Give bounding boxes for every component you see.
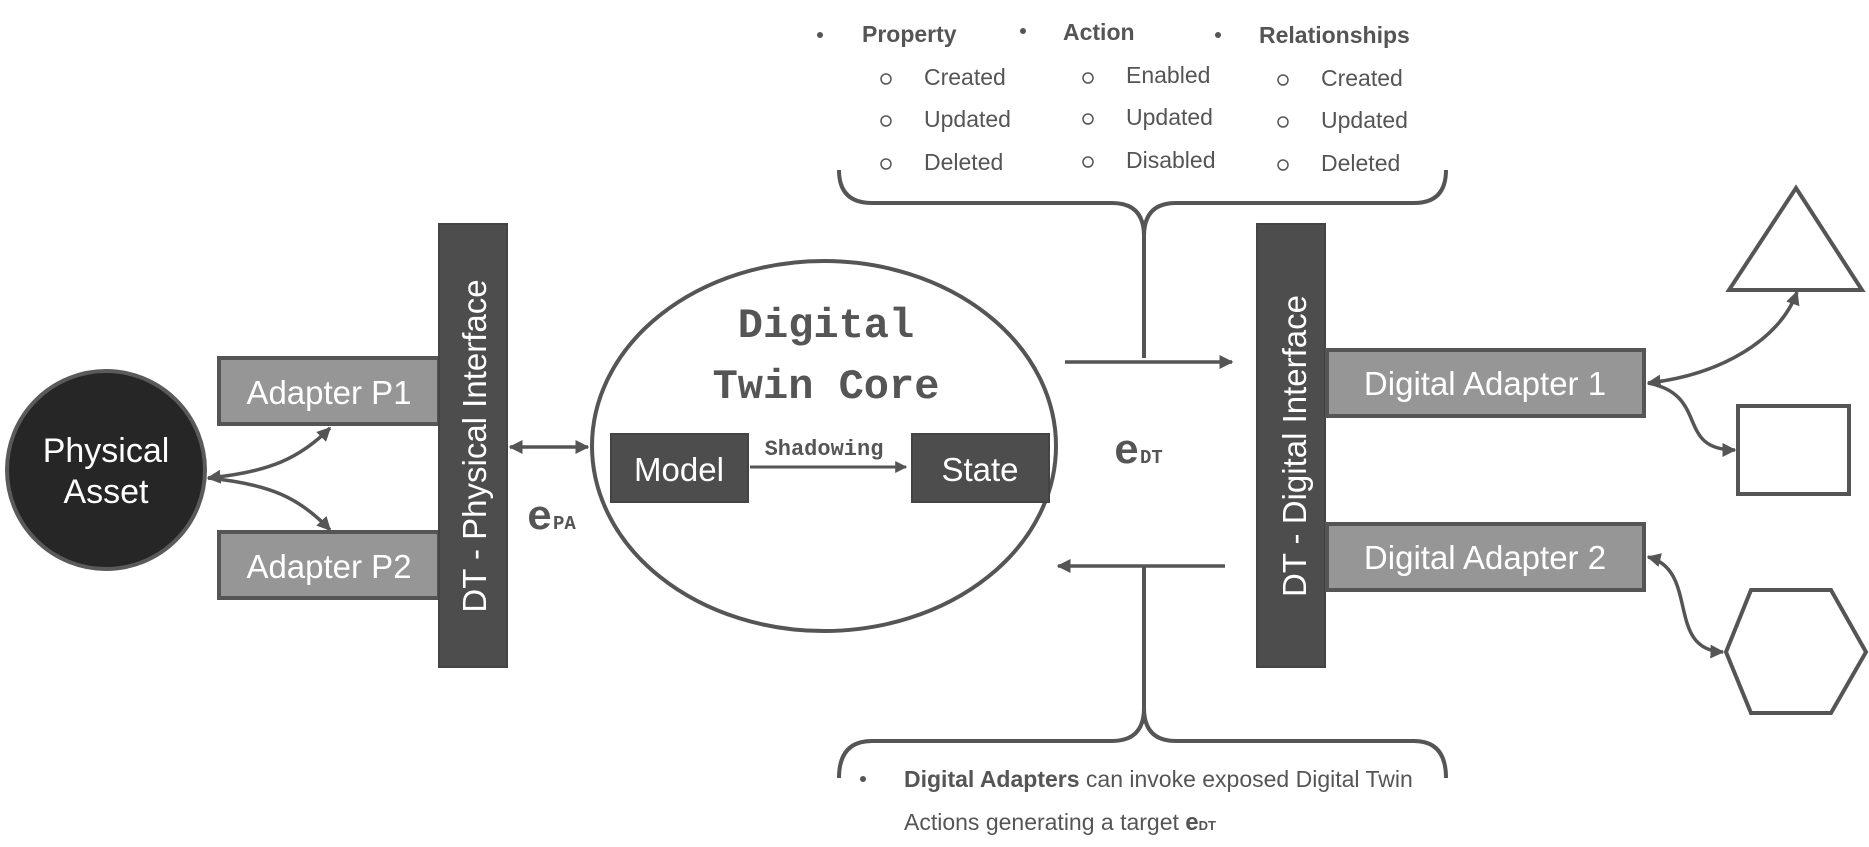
event-group-property: Property Created Updated Deleted — [817, 21, 1011, 175]
event-dt-label: e DT — [1114, 428, 1163, 476]
model-box: Model — [610, 433, 749, 503]
physical-interface-bar: DT - Physical Interface — [438, 223, 508, 668]
physical-asset-label-line2: Asset — [63, 473, 149, 511]
adapter-p1: Adapter P1 — [217, 356, 441, 426]
digital-twin-core: Digital Twin Core Model Shadowing State — [590, 259, 1058, 633]
event-item: Enabled — [1126, 62, 1210, 88]
svg-text:Digital Adapters can invoke ex: Digital Adapters can invoke exposed Digi… — [904, 766, 1413, 792]
digital-adapter-1: Digital Adapter 1 — [1325, 348, 1646, 418]
digital-adapter-1-label: Digital Adapter 1 — [1364, 365, 1606, 402]
event-item: Updated — [1321, 107, 1408, 133]
square-icon — [1736, 404, 1851, 496]
event-group-relationships: Relationships Created Updated Deleted — [1215, 22, 1410, 176]
adapter-p2-label: Adapter P2 — [246, 548, 411, 585]
bottom-note: Digital Adapters can invoke exposed Digi… — [860, 766, 1413, 836]
event-item: Created — [924, 64, 1006, 90]
bottom-note-bold: Digital Adapters — [904, 766, 1080, 792]
svg-text:Actions generating a target eD: Actions generating a target eDT — [904, 809, 1216, 836]
hexagon-icon — [1723, 588, 1869, 715]
adapter-p2: Adapter P2 — [217, 530, 441, 600]
sub-bullet-icon — [880, 115, 892, 127]
core-title-line1: Digital — [738, 302, 914, 350]
physical-asset: Physical Asset — [5, 369, 207, 571]
sub-bullet-icon — [1082, 72, 1094, 84]
adapter1-square-arrow — [1647, 381, 1737, 457]
event-item: Updated — [924, 106, 1011, 132]
bottom-note-line1: can invoke exposed Digital Twin — [1080, 766, 1413, 792]
sub-bullet-icon — [1082, 113, 1094, 125]
bottom-note-event-sub: DT — [1199, 818, 1216, 833]
sub-bullet-icon — [1082, 156, 1094, 168]
bullet-icon — [860, 776, 866, 782]
physical-asset-label-line1: Physical — [43, 432, 170, 470]
digital-adapter-2: Digital Adapter 2 — [1325, 522, 1646, 592]
event-pa-base: e — [527, 494, 552, 542]
event-item: Updated — [1126, 104, 1213, 130]
top-brace — [837, 169, 1448, 237]
digital-interface-bar: DT - Digital Interface — [1256, 223, 1326, 668]
asset-to-adapter-p2-arrow — [207, 476, 332, 532]
bottom-note-event-base: e — [1185, 809, 1198, 836]
adapter1-triangle-arrow — [1646, 290, 1800, 389]
sub-bullet-icon — [880, 158, 892, 170]
state-label: State — [941, 451, 1018, 488]
model-label: Model — [634, 451, 724, 488]
asset-to-adapter-p1-arrow — [206, 426, 332, 484]
bullet-icon — [817, 32, 823, 38]
sub-bullet-icon — [1277, 74, 1289, 86]
event-dt-sub: DT — [1140, 447, 1163, 469]
event-group-action: Action Enabled Updated Disabled — [1020, 19, 1216, 173]
sub-bullet-icon — [1277, 116, 1289, 128]
event-heading: Property — [862, 21, 957, 47]
adapter-p1-label: Adapter P1 — [246, 374, 411, 411]
sub-bullet-icon — [880, 73, 892, 85]
bullet-icon — [1020, 28, 1026, 34]
event-item: Disabled — [1126, 147, 1216, 173]
event-item: Created — [1321, 65, 1403, 91]
event-heading: Relationships — [1259, 22, 1410, 48]
event-item: Deleted — [1321, 150, 1400, 176]
core-title-line2: Twin Core — [713, 363, 940, 411]
digital-adapter-2-label: Digital Adapter 2 — [1364, 539, 1606, 576]
event-item: Deleted — [924, 149, 1003, 175]
event-pa-label: e PA — [527, 494, 576, 542]
digital-interface-label: DT - Digital Interface — [1276, 295, 1313, 597]
state-box: State — [911, 433, 1050, 503]
bullet-icon — [1215, 32, 1221, 38]
physical-interface-label: DT - Physical Interface — [456, 279, 493, 612]
sub-bullet-icon — [1277, 159, 1289, 171]
event-dt-base: e — [1114, 428, 1139, 476]
triangle-icon — [1725, 184, 1866, 292]
bottom-note-line2: Actions generating a target — [904, 809, 1185, 835]
event-pa-sub: PA — [553, 513, 576, 535]
event-heading: Action — [1063, 19, 1135, 45]
shadowing-label: Shadowing — [765, 437, 884, 462]
adapter2-hexagon-arrow — [1646, 553, 1725, 659]
top-event-list: Property Created Updated Deleted Action … — [817, 19, 1410, 176]
